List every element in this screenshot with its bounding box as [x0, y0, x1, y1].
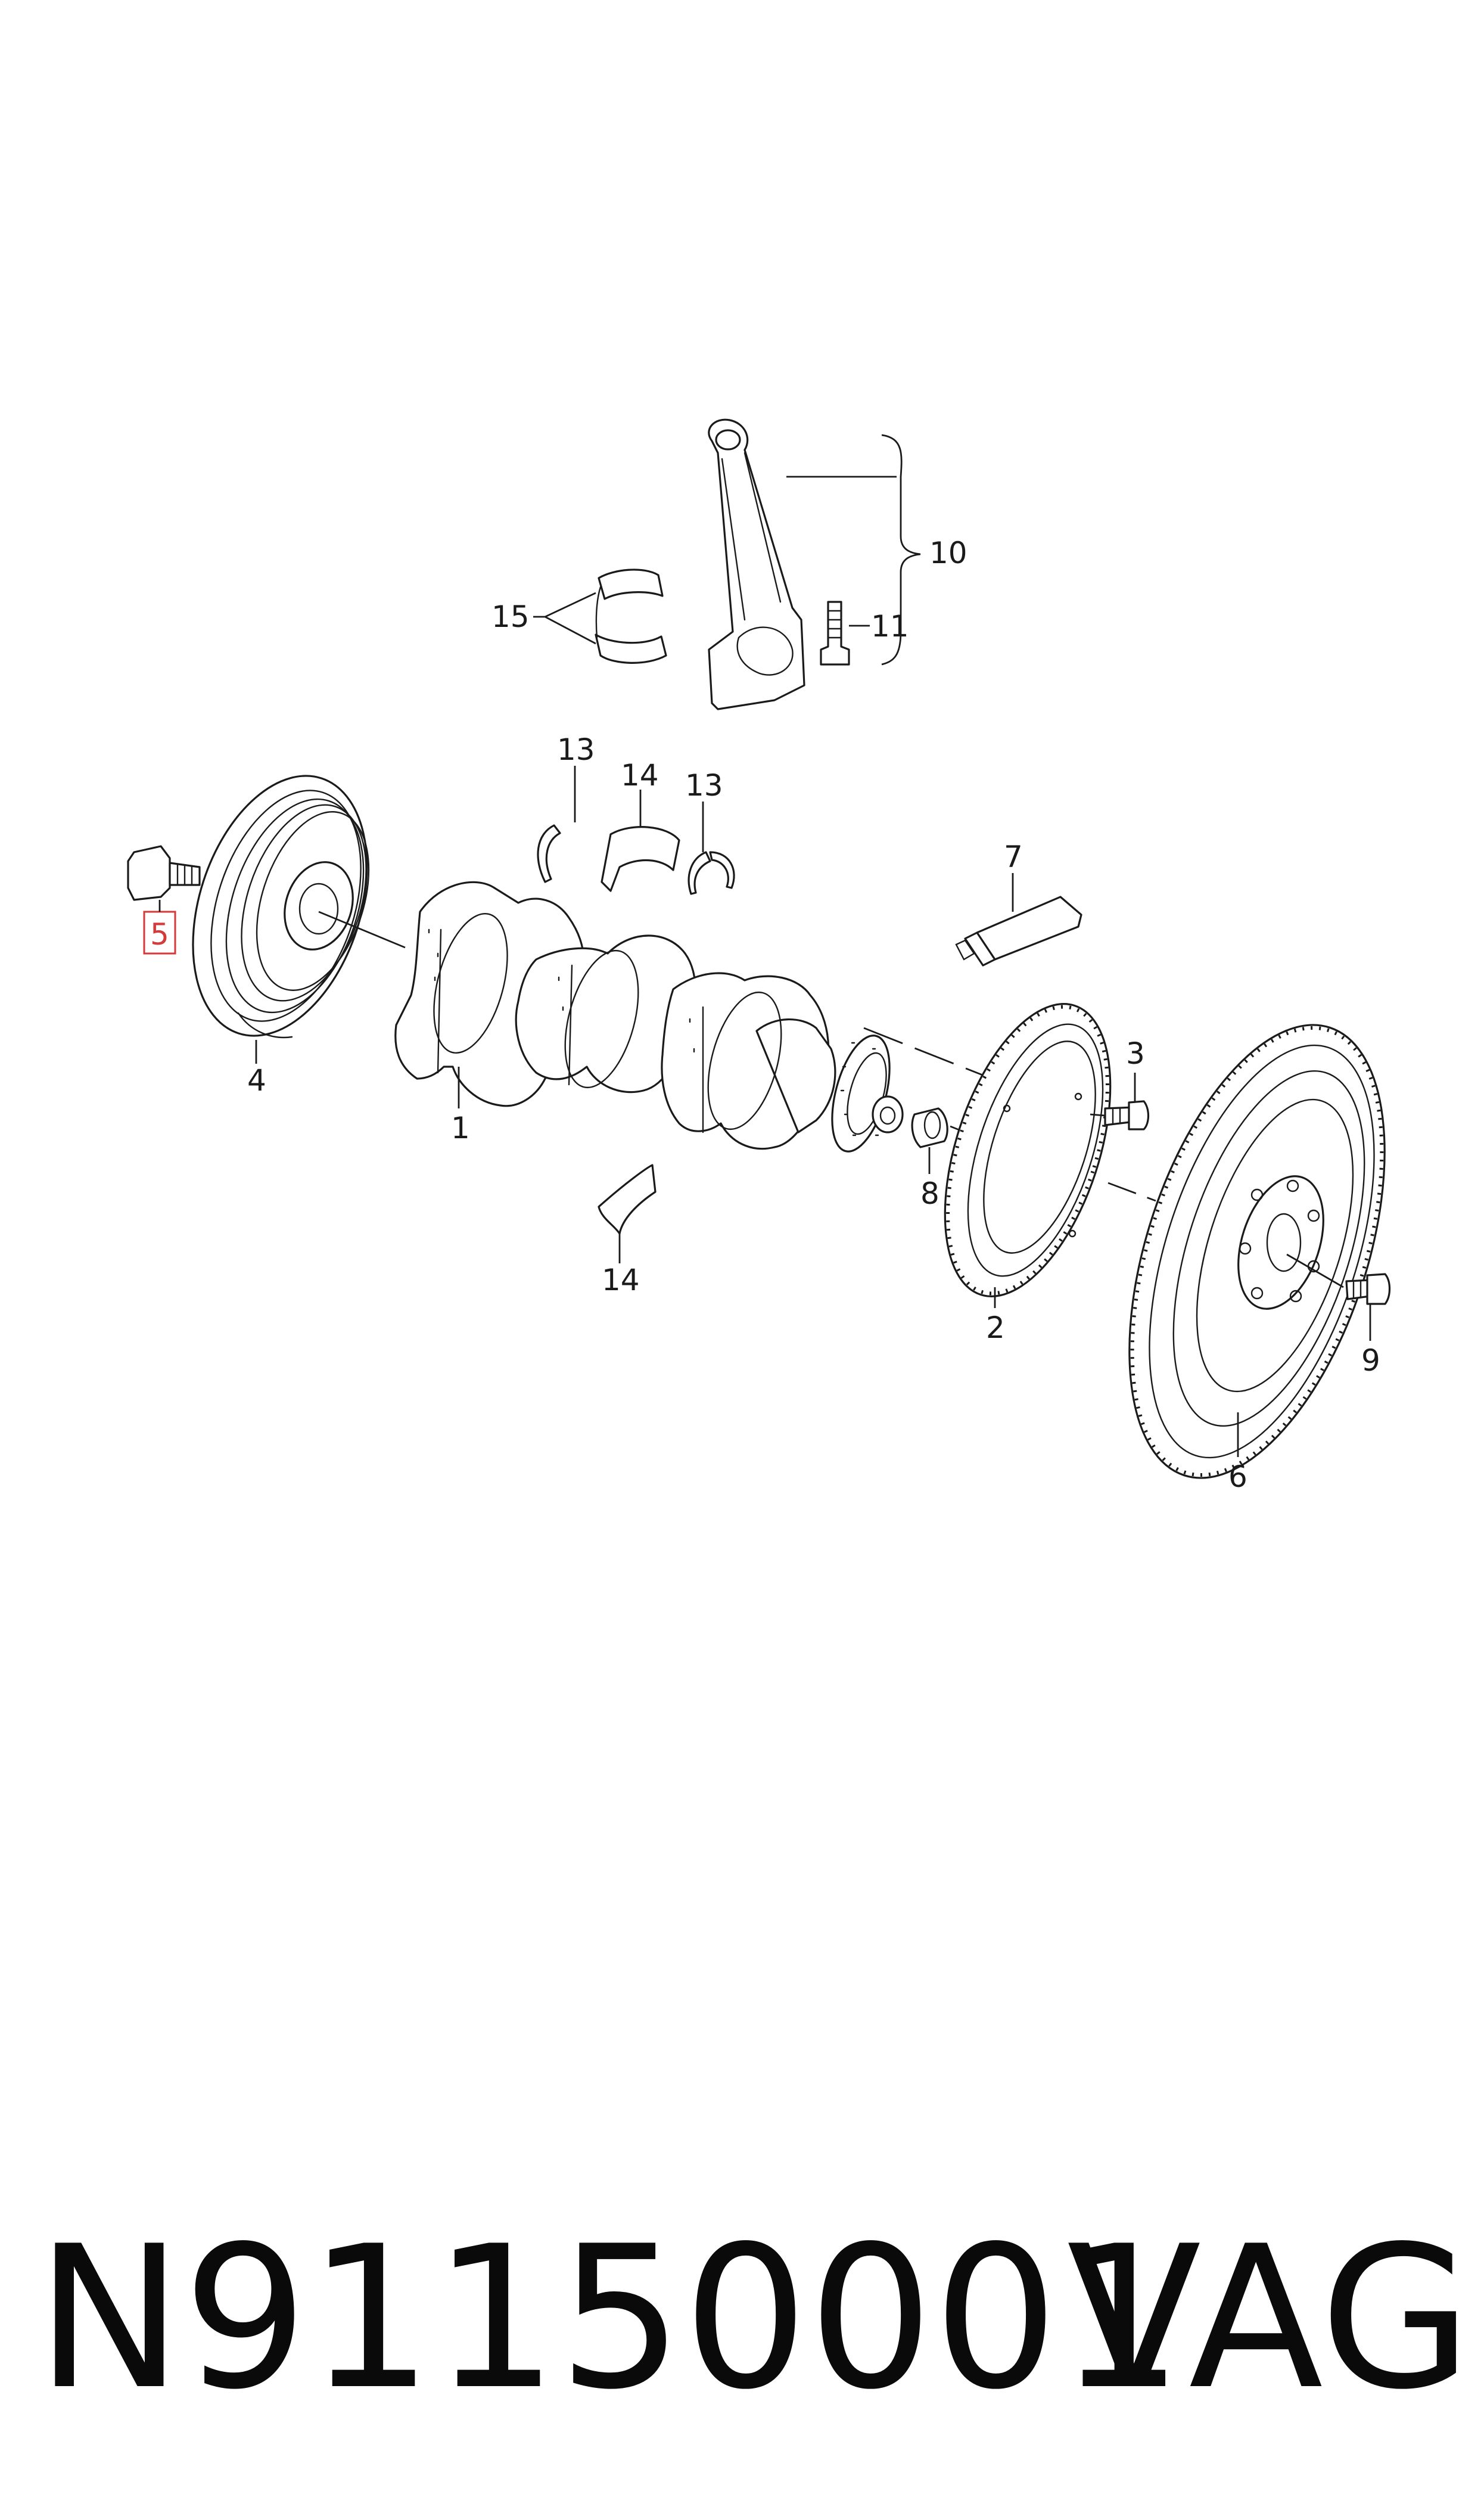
- flywheel-bolt: [1345, 1273, 1391, 1305]
- callout-9: 9: [1361, 1343, 1380, 1378]
- bracket-10: [881, 434, 921, 666]
- axis-line-front: [318, 911, 406, 949]
- connecting-rod: [708, 418, 805, 710]
- vibration-damper: [192, 775, 370, 1039]
- axis-line-bolt9: [1286, 1253, 1344, 1288]
- flywheel: [1128, 1024, 1386, 1479]
- highlight-box-5: [143, 911, 176, 955]
- main-bearing-shell-upper: [601, 826, 680, 892]
- brand-name: VAG: [1066, 2204, 1472, 2433]
- crankshaft: [394, 881, 904, 1153]
- axis-line-flywheel: [1107, 1182, 1156, 1202]
- callout-15: 15: [491, 600, 530, 634]
- needle-bearing: [911, 1107, 948, 1148]
- callout-8: 8: [920, 1176, 939, 1211]
- callout-2: 2: [986, 1310, 1005, 1345]
- main-bearing-shell-lower: [598, 1164, 657, 1235]
- callout-7: 7: [1004, 840, 1023, 874]
- callout-11: 11: [871, 609, 909, 644]
- callout-14a: 14: [621, 758, 659, 793]
- callout-1: 1: [451, 1111, 470, 1145]
- axis-line-bolt3: [1090, 1113, 1106, 1117]
- conrod-bearing-shells: [595, 569, 667, 664]
- drive-plate: [944, 1003, 1112, 1297]
- callout-6: 6: [1228, 1459, 1247, 1494]
- exploded-parts-diagram: 1 2 3 4 5 6 7 8 9 10 11 13 13 14 14 15: [127, 418, 1391, 1494]
- callout-3: 3: [1126, 1036, 1145, 1071]
- callout-13b: 13: [685, 768, 723, 803]
- part-number: N91150001: [36, 2204, 1184, 2433]
- callout-13a: 13: [557, 732, 595, 767]
- footer-bar: N91150001 VAG: [0, 2193, 1484, 2443]
- callout-10: 10: [929, 536, 967, 570]
- sealant-tube: [955, 873, 1082, 967]
- callout-5: 5: [150, 917, 169, 952]
- callout-14b: 14: [602, 1263, 640, 1297]
- thrust-washer-left: [537, 824, 561, 883]
- leader-15: [533, 592, 596, 645]
- drive-plate-bolt: [1104, 1100, 1150, 1130]
- pulley-bolt: [127, 845, 201, 901]
- thrust-washer-right: [687, 851, 735, 895]
- conrod-bolt: [820, 601, 850, 666]
- callout-4: 4: [247, 1063, 266, 1098]
